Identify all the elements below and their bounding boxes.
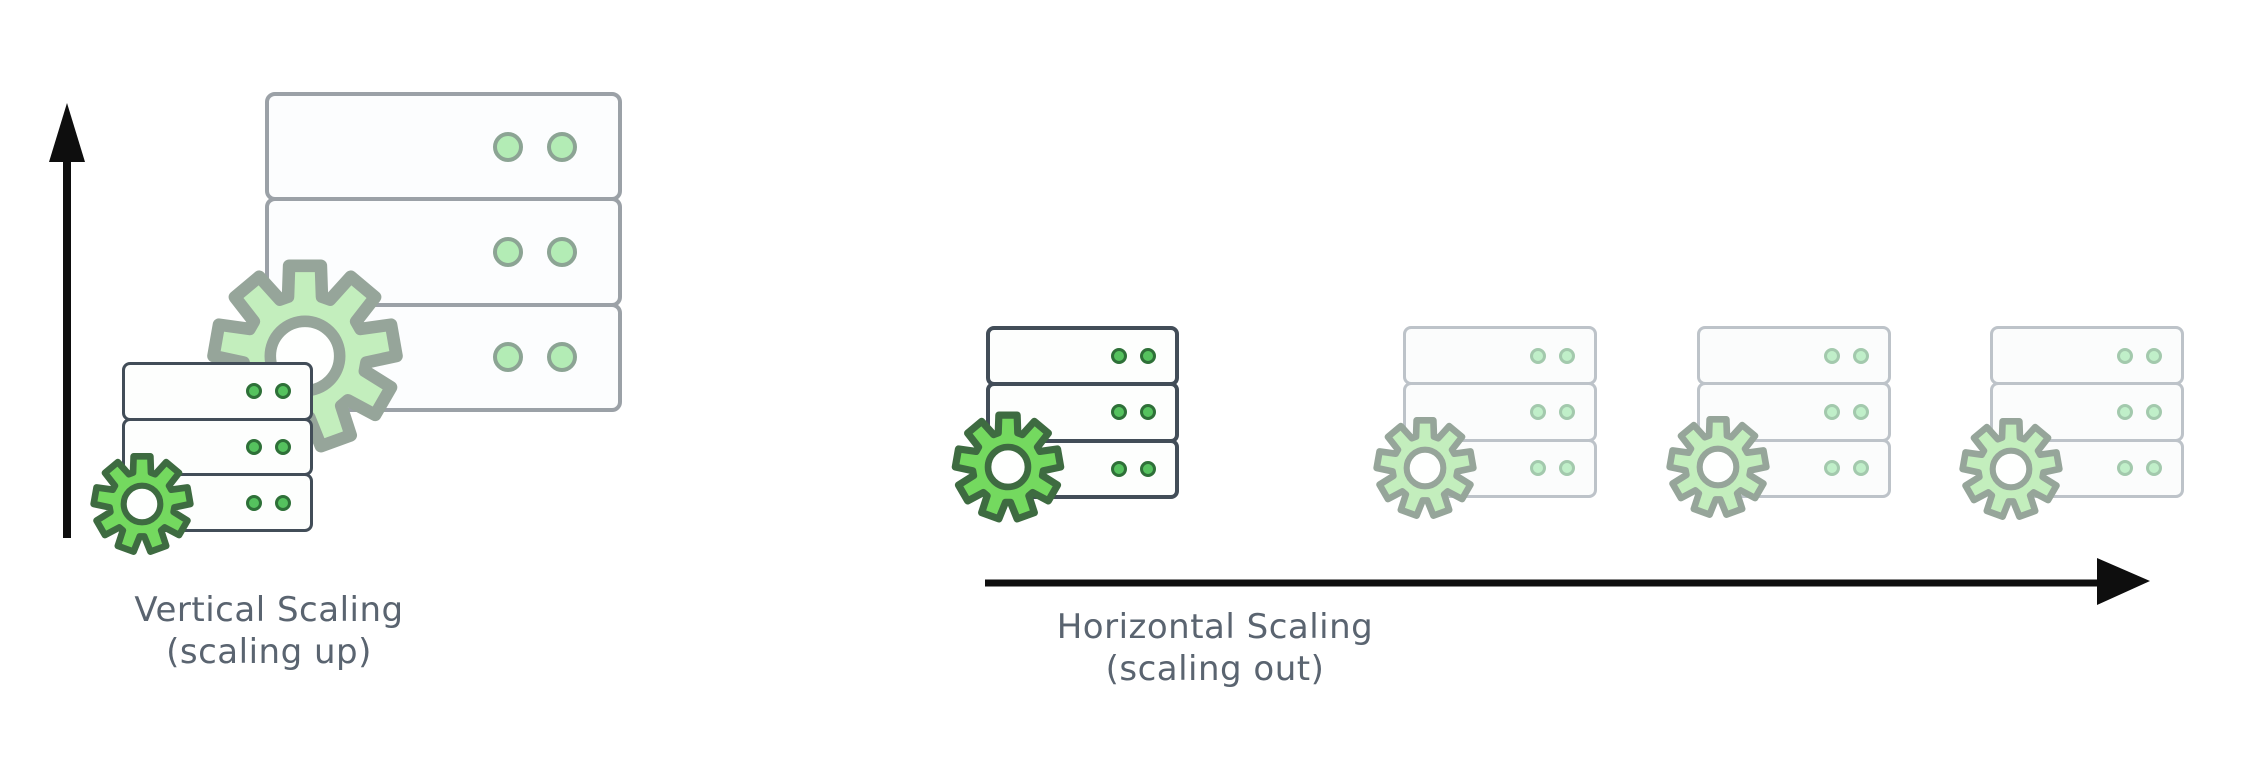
horizontal-scaling-subtitle: (scaling out) [1105, 649, 1325, 689]
indicator-dot-icon [275, 494, 291, 511]
right-arrow-icon [985, 558, 2150, 605]
indicator-dot-icon [2146, 460, 2162, 477]
indicator-dot-icon [1111, 404, 1127, 421]
server-row [1403, 326, 1597, 386]
indicator-dot-icon [1559, 403, 1575, 420]
gear-icon [1955, 413, 2067, 525]
gear-icon [947, 406, 1069, 528]
indicator-dot-icon [2117, 460, 2133, 477]
indicator-dot-icon [1140, 404, 1156, 421]
server-row [1697, 326, 1891, 386]
gear-icon [1662, 411, 1774, 523]
indicator-dot-icon [1530, 460, 1546, 477]
indicator-dot-icon [1853, 460, 1869, 477]
indicator-dot-icon [246, 494, 262, 511]
indicator-dot-icon [1140, 348, 1156, 365]
horizontal-scaling-caption: Horizontal Scaling (scaling out) [1015, 606, 1415, 690]
indicator-dot-icon [246, 383, 262, 400]
server-row [1990, 326, 2184, 386]
indicator-dot-icon [547, 131, 577, 162]
up-arrow-icon [49, 103, 85, 538]
indicator-dot-icon [246, 439, 262, 455]
indicator-dot-icon [1530, 403, 1546, 420]
vertical-scaling-caption: Vertical Scaling (scaling up) [69, 589, 469, 673]
indicator-dot-icon [547, 342, 577, 373]
server-row [986, 326, 1179, 387]
indicator-dot-icon [1559, 347, 1575, 364]
server-row [265, 92, 622, 202]
indicator-dot-icon [275, 439, 291, 455]
server-row [122, 362, 313, 421]
indicator-dot-icon [2117, 403, 2133, 420]
indicator-dot-icon [1140, 460, 1156, 477]
indicator-dot-icon [2117, 347, 2133, 364]
indicator-dot-icon [1824, 347, 1840, 364]
vertical-scaling-subtitle: (scaling up) [166, 632, 372, 672]
indicator-dot-icon [1559, 460, 1575, 477]
indicator-dot-icon [1530, 347, 1546, 364]
indicator-dot-icon [1853, 403, 1869, 420]
indicator-dot-icon [1111, 460, 1127, 477]
vertical-scaling-title: Vertical Scaling [134, 590, 404, 630]
indicator-dot-icon [2146, 403, 2162, 420]
gear-icon [1369, 412, 1481, 524]
indicator-dot-icon [493, 236, 523, 267]
indicator-dot-icon [1824, 460, 1840, 477]
indicator-dot-icon [2146, 347, 2162, 364]
indicator-dot-icon [1824, 403, 1840, 420]
gear-icon [86, 448, 198, 560]
indicator-dot-icon [493, 131, 523, 162]
server-row [265, 197, 622, 307]
horizontal-scaling-title: Horizontal Scaling [1056, 607, 1374, 647]
indicator-dot-icon [547, 236, 577, 267]
indicator-dot-icon [1111, 348, 1127, 365]
indicator-dot-icon [493, 342, 523, 373]
indicator-dot-icon [1853, 347, 1869, 364]
indicator-dot-icon [275, 383, 291, 400]
